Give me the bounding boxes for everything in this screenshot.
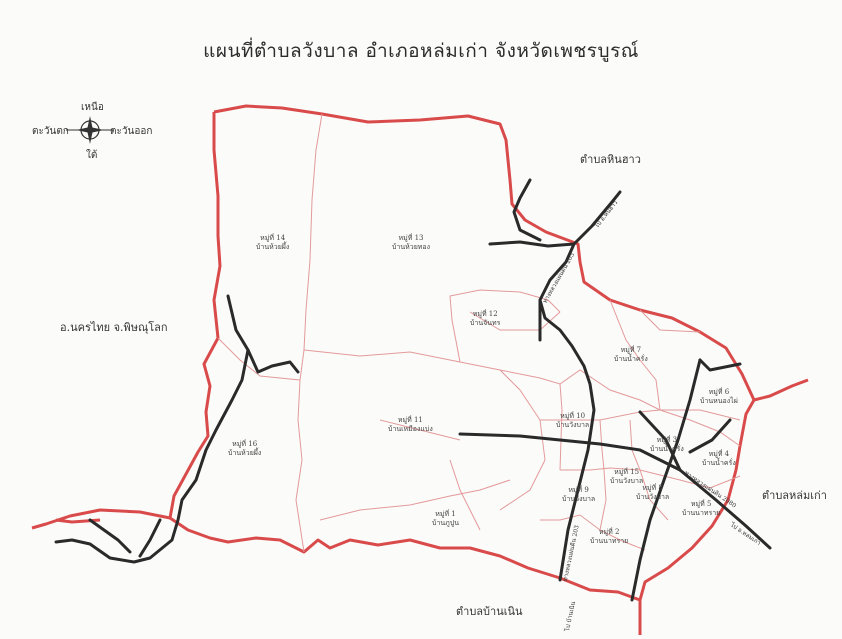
road-south-east [630,358,702,602]
neighbor-south: ตำบลบ้านเนิน [456,605,523,618]
neighbor-north: ตำบลหินฮาว [580,153,641,166]
roads [54,178,772,602]
neighbor-east: ตำบลหล่มเก่า [762,489,827,502]
road-east-branch [688,418,732,454]
compass-rose-icon [66,116,114,144]
road-highway-203 [538,242,596,582]
road-north-spur [512,178,542,242]
village-subdivisions [217,113,741,553]
road-west [226,294,300,374]
compass-south: ใต้ [86,150,98,161]
road-inner [638,410,682,472]
neighbor-west: อ.นครไทย จ.พิษณุโลก [60,321,168,334]
compass-west: ตะวันตก [32,126,69,137]
compass-east: ตะวันออก [110,126,153,137]
subdistrict-boundary [31,104,809,635]
road-sw [88,518,132,554]
road-sw-2 [138,518,162,558]
road-west-long [54,348,250,564]
map-title: แผนที่ตำบลวังบาล อำเภอหล่มเก่า จังหวัดเพ… [203,40,639,62]
road-east-north [698,358,742,372]
road-east-2080 [458,432,772,550]
compass-north: เหนือ [81,102,104,113]
